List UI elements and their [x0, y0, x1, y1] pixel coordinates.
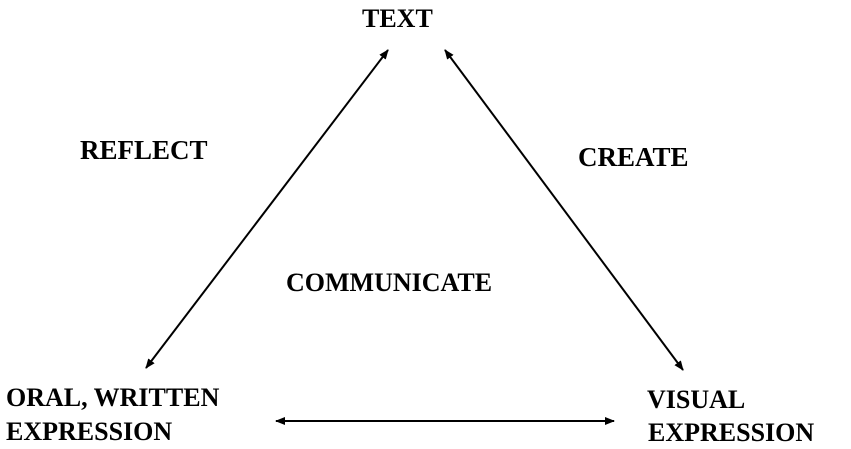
arrow-text-to-oral-written — [145, 49, 389, 369]
center-label-communicate: COMMUNICATE — [286, 268, 493, 297]
node-text: TEXT — [362, 4, 433, 33]
node-visual-line1: VISUAL — [647, 385, 746, 414]
edge-label-create: CREATE — [578, 142, 689, 172]
edge-label-reflect: REFLECT — [80, 135, 208, 165]
arrow-text-to-visual — [444, 49, 684, 371]
node-oral-written-line1: ORAL, WRITTEN — [6, 383, 220, 412]
node-oral-written-line2: EXPRESSION — [6, 417, 173, 446]
node-visual-line2: EXPRESSION — [648, 418, 815, 447]
